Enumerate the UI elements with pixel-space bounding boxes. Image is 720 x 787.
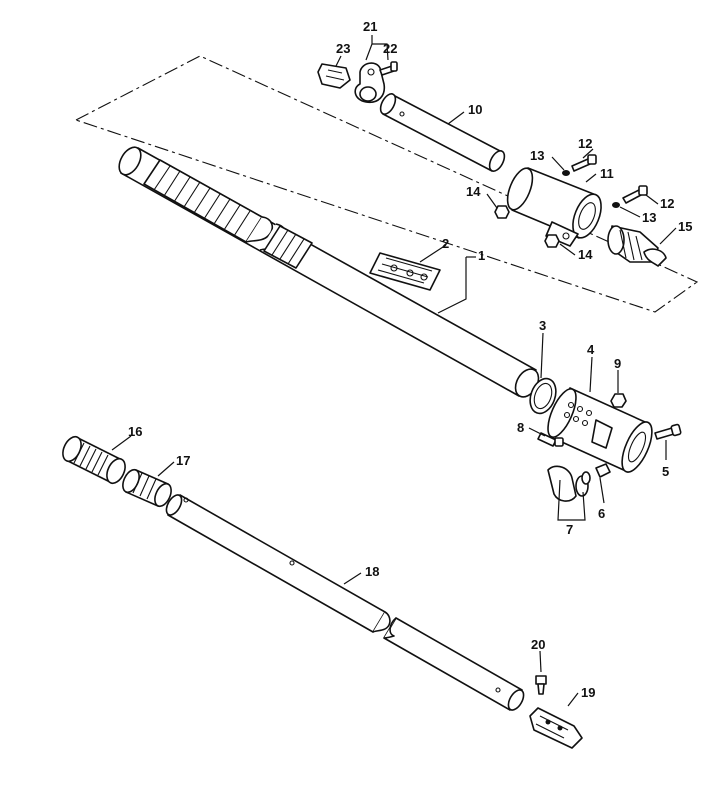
assembly-boundary — [74, 55, 699, 313]
callout-12a: 12 — [578, 136, 592, 151]
callout-4: 4 — [587, 342, 595, 357]
callout-8: 8 — [517, 420, 524, 435]
part-7-clamp[interactable] — [547, 465, 591, 502]
leader-lines — [111, 35, 677, 707]
part-12-screw-upper[interactable] — [571, 154, 597, 172]
part-2-decal[interactable] — [369, 252, 441, 291]
part-14-nut-upper[interactable] — [494, 205, 510, 219]
part-19-end-cap[interactable] — [529, 707, 583, 749]
callout-11: 11 — [600, 166, 614, 181]
callout-19: 19 — [581, 685, 595, 700]
callout-1: 1 — [478, 248, 485, 263]
callout-23: 23 — [336, 41, 350, 56]
callout-16: 16 — [128, 424, 142, 439]
callout-labels: 1 2 3 4 5 6 7 8 9 10 11 12 12 13 13 14 1… — [128, 19, 692, 700]
callout-12b: 12 — [660, 196, 674, 211]
part-22-screw[interactable] — [379, 61, 398, 76]
part-5-screw[interactable] — [654, 423, 682, 440]
callout-7: 7 — [566, 522, 573, 537]
part-20-screw[interactable] — [535, 675, 547, 695]
callout-20: 20 — [531, 637, 545, 652]
part-14-nut-lower[interactable] — [544, 234, 560, 248]
callout-14b: 14 — [578, 247, 593, 262]
callout-6: 6 — [598, 506, 605, 521]
part-23-slide[interactable] — [317, 63, 351, 89]
callout-2: 2 — [442, 236, 449, 251]
callout-3: 3 — [539, 318, 546, 333]
part-9-nut[interactable] — [610, 393, 627, 408]
part-6-nut[interactable] — [595, 463, 611, 478]
part-17-sleeve[interactable] — [120, 467, 175, 509]
part-1-main-tube[interactable] — [115, 144, 543, 401]
part-13-washer-lower[interactable] — [612, 202, 620, 208]
part-16-threaded-sleeve[interactable] — [59, 434, 128, 486]
callout-10: 10 — [468, 102, 482, 117]
callout-21: 21 — [363, 19, 377, 34]
callout-15: 15 — [678, 219, 692, 234]
part-3-o-ring[interactable] — [526, 375, 561, 417]
part-15-control-handle[interactable] — [607, 225, 667, 267]
callout-22: 22 — [383, 41, 397, 56]
part-18-extension-tube[interactable] — [163, 492, 526, 712]
callout-18: 18 — [365, 564, 379, 579]
part-21-clamp-bracket[interactable] — [354, 62, 386, 104]
callout-17: 17 — [176, 453, 190, 468]
part-10-shaft-tube[interactable] — [378, 91, 508, 173]
part-13-washer-upper[interactable] — [562, 170, 570, 176]
part-11-handle-housing[interactable] — [502, 165, 606, 247]
callout-14a: 14 — [466, 184, 481, 199]
callout-5: 5 — [662, 464, 669, 479]
part-4-coupling-sleeve[interactable] — [542, 385, 658, 476]
callout-13a: 13 — [530, 148, 544, 163]
part-8-screw[interactable] — [537, 432, 564, 447]
callout-13b: 13 — [642, 210, 656, 225]
callout-9: 9 — [614, 356, 621, 371]
part-12-screw-lower[interactable] — [622, 185, 648, 204]
